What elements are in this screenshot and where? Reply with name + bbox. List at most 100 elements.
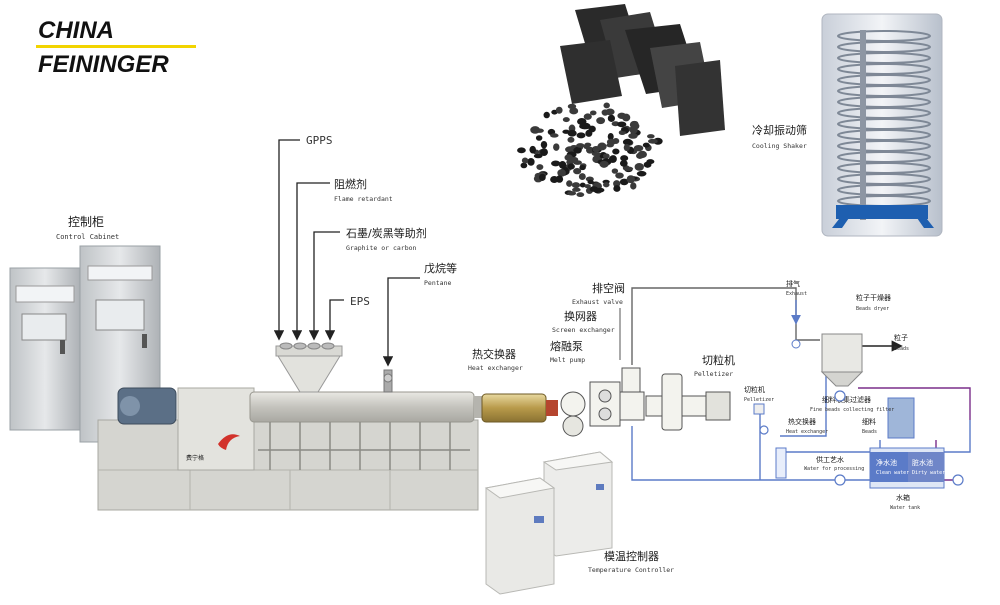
pump-icons	[759, 390, 964, 486]
cooling-shaker-label-en: Cooling Shaker	[752, 142, 807, 150]
bead-dot	[583, 113, 592, 120]
logo-line2: FEININGER	[38, 51, 169, 78]
bead-dot	[536, 164, 544, 170]
bead-dot	[557, 169, 566, 177]
bead-dot	[533, 153, 543, 159]
bead-dot	[576, 132, 586, 139]
exhaust-label-zh: 排气	[786, 279, 800, 288]
bead-dot	[607, 132, 614, 141]
bead-dot	[617, 121, 627, 128]
bead-dot	[628, 133, 638, 139]
bead-dot	[540, 140, 548, 149]
screen-exchanger-label-en: Screen exchanger	[552, 326, 615, 334]
heat-exchanger2-label-zh: 热交换器	[788, 417, 816, 426]
gpps-label: GPPS	[306, 134, 333, 147]
bead-dot	[630, 182, 637, 190]
bead-dot	[633, 144, 644, 152]
pelletizer	[645, 373, 731, 431]
bead-dot	[579, 164, 586, 171]
motor	[117, 387, 177, 425]
bead-dot	[521, 157, 529, 164]
bead-dot	[587, 179, 594, 185]
bead-dot	[553, 143, 560, 151]
bead-dot	[617, 112, 627, 119]
screen-exchanger-label-zh: 换网器	[564, 309, 597, 323]
dirty-water-label-zh: 脏水池	[912, 458, 933, 467]
temp-controller-label-zh: 模温控制器	[604, 549, 659, 563]
process-water-label-en: Water for processing	[804, 466, 864, 472]
bead-dot	[647, 134, 655, 139]
process-water-label-zh: 供工艺水	[816, 455, 844, 464]
exhaust-valve	[619, 367, 645, 421]
machine-brand: 费宁格	[186, 454, 204, 462]
graphite-label-en: Graphite or carbon	[346, 244, 417, 252]
screen-exchanger	[589, 381, 621, 427]
bead-dot	[579, 123, 590, 130]
logo: CHINA FEININGER	[36, 17, 196, 78]
bead-dot	[624, 166, 634, 171]
bead-dot	[578, 173, 586, 181]
bead-dot	[588, 125, 596, 133]
bead-dot	[606, 138, 616, 146]
bead-dot	[572, 187, 581, 192]
clean-water-label-en: Clean water	[876, 470, 909, 476]
bead-dot	[648, 138, 658, 144]
bead-dot	[573, 146, 582, 154]
bead-dot	[558, 161, 567, 169]
bead-dot	[539, 173, 546, 181]
temperature-controller	[484, 451, 614, 595]
bead-dot	[603, 102, 610, 109]
bead-dot	[571, 182, 581, 189]
melt-pump-label-en: Melt pump	[550, 356, 585, 364]
fine-beads-label-zh: 细料	[862, 417, 876, 426]
bead-dot	[555, 106, 563, 114]
bead-dot	[579, 182, 586, 188]
brand-mark-icon	[218, 434, 240, 450]
logo-line1: CHINA	[38, 17, 114, 44]
bead-dot	[592, 146, 601, 153]
bead-dot	[555, 175, 564, 183]
bead-dot	[564, 154, 573, 161]
clean-water-label-zh: 净水池	[876, 458, 897, 467]
bead-dot	[589, 110, 597, 116]
bead-dot	[567, 191, 577, 196]
bead-dot	[573, 160, 582, 165]
pelletizer2-label-en: Pelletizer	[744, 397, 774, 403]
extruder-base: 费宁格	[97, 387, 479, 511]
bead-dot	[634, 162, 644, 171]
flame-retardant-label-en: Flame retardant	[334, 195, 393, 203]
graphite-label-zh: 石墨/炭黑等助剂	[346, 226, 427, 240]
heat-exchanger-label-zh: 热交换器	[472, 347, 516, 361]
beads-dryer	[820, 333, 864, 387]
heat-exchanger	[481, 393, 558, 423]
pentane-label-zh: 戊烷等	[424, 261, 457, 275]
bead-dot	[530, 126, 541, 134]
extruder-pipes	[258, 422, 470, 470]
bead-dot	[636, 170, 647, 177]
control-cabinet-label-en: Control Cabinet	[56, 233, 119, 241]
bead-dot	[576, 143, 585, 148]
melt-pump-label-zh: 熔融泵	[550, 339, 583, 353]
exhaust-valve-label-en: Exhaust valve	[572, 298, 623, 306]
bead-dot	[605, 108, 615, 116]
feed-hopper	[275, 342, 343, 393]
bead-dot	[517, 147, 526, 154]
heat-exchanger-2	[775, 447, 787, 479]
fine-beads-label-en: Beads	[862, 429, 877, 435]
bead-dot	[584, 184, 591, 189]
bead-dot	[599, 160, 609, 168]
bead-dot	[573, 167, 582, 175]
bead-dot	[619, 160, 628, 167]
fine-filter-label-en: Fine beads collecting filter	[810, 407, 894, 413]
bead-dot	[567, 129, 577, 137]
pelletizer2-unit	[753, 403, 765, 415]
heat-exchanger2-label-en: Heat exchanger	[786, 429, 828, 435]
beads-dryer-label-en: Beads dryer	[856, 306, 889, 312]
bead-dot	[622, 138, 633, 146]
water-tank	[869, 447, 945, 489]
beads-label-zh: 粒子	[894, 333, 908, 342]
bead-dot	[520, 162, 528, 169]
bead-dot	[646, 159, 655, 165]
